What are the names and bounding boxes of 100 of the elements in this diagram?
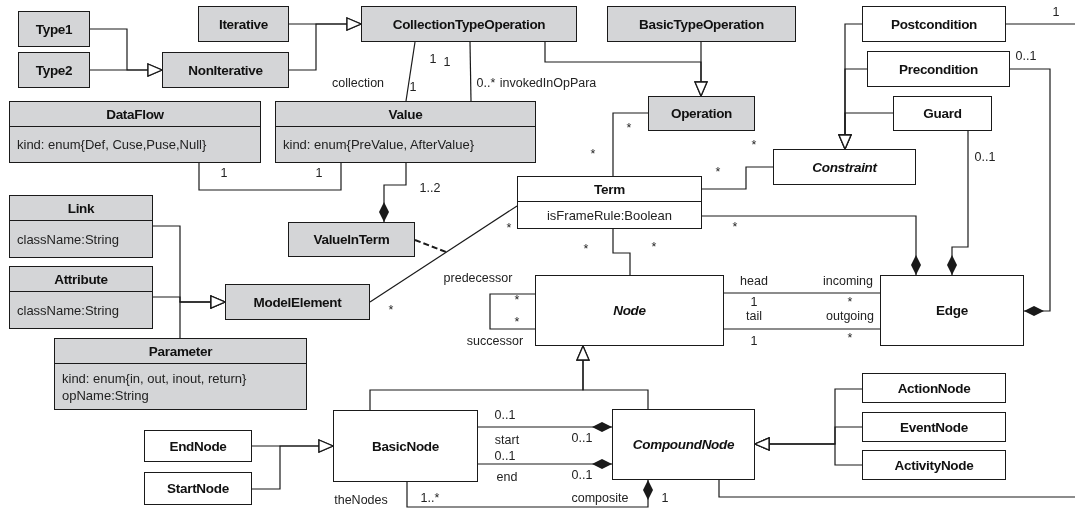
class-box [773, 149, 916, 185]
class-box [517, 176, 702, 229]
role-name: successor [466, 334, 524, 348]
class-box [612, 409, 755, 480]
generalization-arrow [89, 63, 163, 77]
class-box [275, 101, 536, 163]
class-box [225, 284, 370, 320]
association-line [469, 41, 472, 102]
association-line [723, 292, 881, 294]
class-box [9, 195, 153, 258]
multiplicity-label: 0..* [476, 76, 496, 90]
class-name: Parameter [148, 343, 213, 359]
multiplicity-label: 0..1 [1015, 49, 1037, 63]
class-box [361, 6, 577, 42]
association-line [701, 166, 774, 190]
multiplicity-label: * [751, 138, 757, 152]
class-name: Edge [936, 303, 968, 318]
class-box [648, 96, 755, 131]
multiplicity-label: * [732, 220, 738, 234]
class-name: StartNode [167, 481, 229, 496]
multiplicity-label: 0..1 [494, 449, 516, 463]
composition-line [406, 479, 653, 508]
class-name: CollectionTypeOperation [392, 16, 546, 32]
role-name: composite [571, 491, 629, 505]
association-line [369, 205, 518, 303]
class-box [288, 222, 415, 257]
multiplicity-label: 1 [1052, 5, 1060, 19]
class-name: EventNode [900, 419, 968, 435]
multiplicity-label: 1 [661, 491, 669, 505]
class-name: BasicTypeOperation [639, 16, 764, 32]
composition-line [947, 130, 969, 276]
class-box [198, 6, 289, 42]
class-box [880, 275, 1024, 346]
class-name: ActionNode [897, 380, 971, 396]
class-box [333, 410, 478, 482]
composition-line [477, 459, 613, 469]
class-name: Node [613, 303, 646, 318]
multiplicity-label: 1 [750, 295, 758, 309]
multiplicity-label: 0..1 [494, 408, 516, 422]
dashed-line [414, 239, 447, 253]
multiplicity-label: 1 [429, 52, 437, 66]
class-name: BasicNode [371, 438, 440, 454]
association-line [1005, 23, 1075, 25]
multiplicity-label: 0..1 [974, 150, 996, 164]
class-box [893, 96, 992, 131]
multiplicity-label: 1 [315, 166, 323, 180]
class-name: Postcondition [890, 16, 978, 32]
class-box [18, 11, 90, 47]
class-box [862, 373, 1006, 403]
role-name: end [496, 470, 518, 484]
multiplicity-label: 1..2 [419, 181, 441, 195]
class-box [9, 101, 261, 163]
multiplicity-label: * [514, 293, 520, 307]
class-box [144, 472, 252, 505]
class-name: ValueInTerm [313, 232, 390, 247]
generalization-arrow [288, 17, 362, 71]
class-box [144, 430, 252, 462]
attribute-text: opName:String [62, 386, 150, 404]
multiplicity-label: 1 [409, 80, 417, 94]
multiplicity-label: * [715, 165, 721, 179]
role-name: tail [746, 309, 762, 323]
class-box [867, 51, 1010, 87]
role-name: invokedInOpPara [499, 76, 597, 90]
association-line [723, 328, 881, 330]
multiplicity-label: * [847, 331, 853, 345]
attribute-text: isFrameRule:Boolean [546, 206, 673, 224]
role-name: collection [331, 76, 385, 90]
attribute-text: className:String [17, 301, 120, 319]
class-name: Attribute [54, 271, 108, 287]
class-name: Constraint [812, 159, 877, 175]
class-name: Guard [923, 106, 962, 121]
role-name: start [494, 433, 520, 447]
generalization-arrow [754, 437, 863, 466]
class-name: Value [388, 106, 423, 122]
class-name: Term [594, 181, 625, 197]
association-line [718, 479, 1075, 498]
class-name: Type2 [35, 62, 73, 78]
multiplicity-label: 0..1 [571, 468, 593, 482]
class-box [162, 52, 289, 88]
composition-line [1009, 68, 1051, 316]
class-name: ActivityNode [894, 457, 974, 473]
multiplicity-label: * [506, 221, 512, 235]
multiplicity-label: * [388, 303, 394, 317]
class-box [862, 450, 1006, 480]
class-name: Operation [670, 106, 733, 121]
multiplicity-label: 1 [220, 166, 228, 180]
class-box [18, 52, 90, 88]
composition-line [477, 422, 613, 432]
association-line [612, 228, 631, 276]
class-box [535, 275, 724, 346]
class-box [607, 6, 796, 42]
role-name: outgoing [826, 309, 874, 323]
class-name: Type1 [35, 21, 73, 37]
class-name: EndNode [169, 438, 227, 454]
multiplicity-label: * [583, 242, 589, 256]
attribute-text: className:String [17, 230, 120, 248]
class-box [9, 266, 153, 329]
attribute-text: kind: enum{in, out, inout, return} [62, 369, 248, 387]
composition-line [379, 162, 407, 223]
generalization-arrow [576, 345, 649, 410]
